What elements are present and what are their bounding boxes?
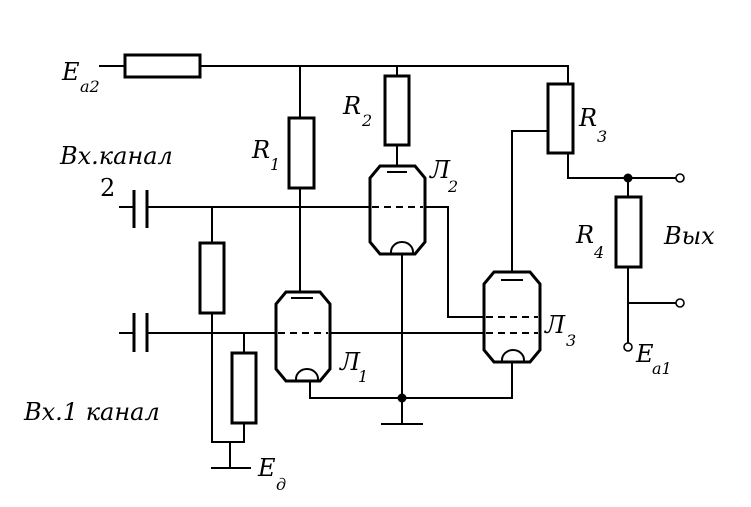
- resistor-ea2: [123, 53, 202, 79]
- svg-text:Л: Л: [429, 156, 451, 184]
- capacitor-input-2: [132, 190, 149, 228]
- svg-text:1: 1: [358, 367, 368, 386]
- ea2-sub: a2: [80, 77, 100, 96]
- label-input-2-title: Вх.канал: [59, 142, 173, 170]
- output-terminal-top: [675, 173, 685, 183]
- output-terminal-bottom: [675, 298, 685, 308]
- label-ea1: E a1: [635, 340, 672, 378]
- svg-text:R: R: [342, 92, 361, 120]
- label-ea2: E a2: [61, 58, 100, 96]
- ea2-main: E: [61, 58, 80, 86]
- svg-text:1: 1: [270, 155, 280, 174]
- svg-text:3: 3: [566, 331, 576, 350]
- tube-l3: [482, 270, 542, 364]
- resistor-r4: [614, 195, 643, 269]
- svg-text:R: R: [578, 104, 597, 132]
- label-r1: R 1: [251, 136, 280, 174]
- resistor-cathode: [230, 351, 258, 425]
- svg-text:E: E: [635, 340, 654, 368]
- svg-text:a1: a1: [652, 359, 672, 378]
- resistor-grid-left: [198, 241, 226, 315]
- label-input-1: Вх.1 канал: [23, 398, 160, 426]
- tube-l2: [368, 164, 427, 256]
- ea1-terminal: [623, 342, 633, 352]
- terminals: [623, 173, 685, 352]
- resistor-r3: [546, 82, 575, 155]
- label-r4: R 4: [575, 221, 604, 262]
- tube-l1: [274, 290, 332, 383]
- svg-text:2: 2: [447, 177, 458, 196]
- svg-text:E: E: [257, 454, 276, 482]
- resistor-r2: [383, 74, 411, 147]
- svg-text:3: 3: [597, 127, 607, 146]
- svg-text:R: R: [251, 136, 270, 164]
- label-l2: Л 2: [429, 156, 458, 196]
- svg-text:4: 4: [593, 243, 604, 262]
- svg-text:Л: Л: [544, 311, 566, 339]
- label-r3: R 3: [578, 104, 607, 146]
- label-l3: Л 3: [544, 311, 576, 350]
- svg-text:Л: Л: [339, 348, 361, 376]
- capacitor-input-1: [132, 313, 149, 352]
- svg-text:2: 2: [361, 111, 372, 130]
- label-input-2-number: 2: [100, 174, 115, 202]
- junction-dots: [397, 173, 633, 403]
- label-r2: R 2: [342, 92, 372, 130]
- svg-text:д: д: [276, 475, 286, 494]
- label-l1: Л 1: [339, 348, 368, 386]
- svg-text:R: R: [575, 221, 594, 249]
- resistor-r1: [287, 116, 316, 190]
- label-ed: E д: [257, 454, 286, 494]
- label-output: Вых: [663, 222, 715, 250]
